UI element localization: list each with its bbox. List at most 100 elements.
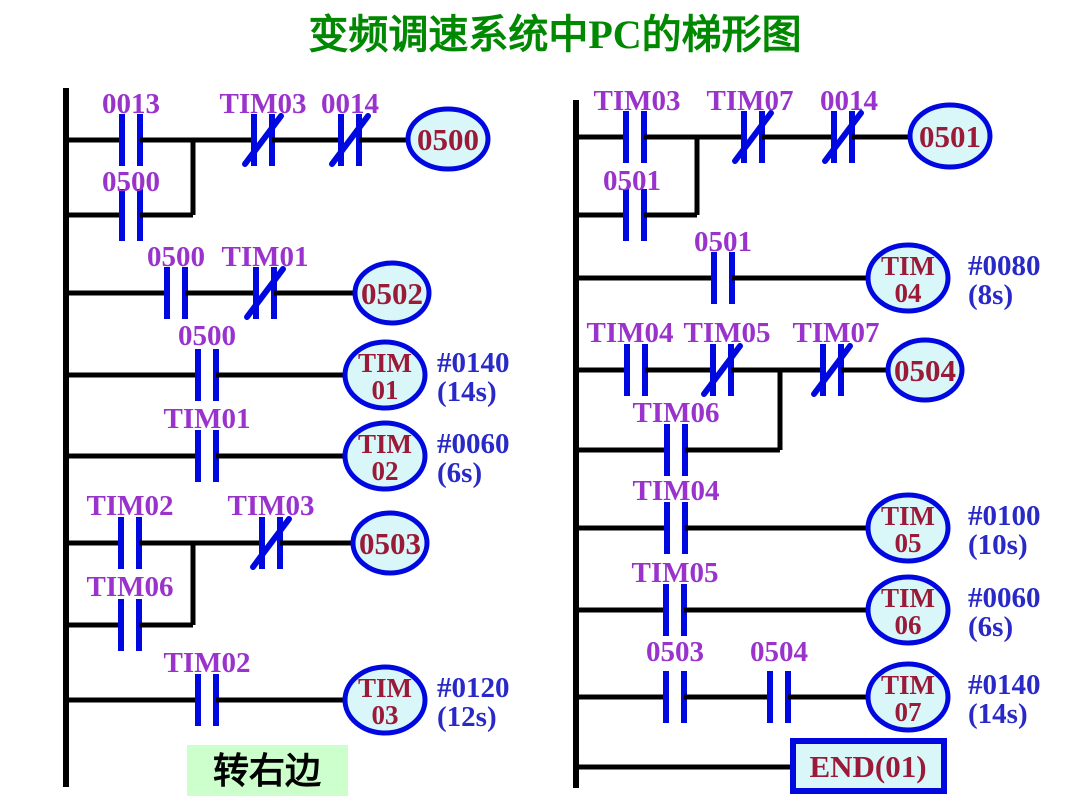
left-rung-4: TIM01 TIM 02 #0060 (6s) bbox=[66, 403, 510, 492]
contact-label: TIM05 bbox=[632, 557, 719, 589]
timer-seconds: (8s) bbox=[968, 279, 1013, 311]
coil-label-line2: 02 bbox=[372, 456, 399, 486]
coil-label-line1: TIM bbox=[881, 670, 935, 700]
right-branch-2: TIM06 bbox=[576, 397, 780, 476]
contact-label: TIM07 bbox=[793, 317, 880, 349]
contact-label: TIM02 bbox=[87, 490, 174, 522]
coil-label-line2: 04 bbox=[895, 278, 922, 308]
output-coil bbox=[405, 106, 491, 172]
coil-label-line1: TIM bbox=[881, 501, 935, 531]
right-rung-4: TIM04 TIM 05 #0100 (10s) bbox=[576, 475, 1041, 564]
coil-label-line1: TIM bbox=[881, 251, 935, 281]
output-coil bbox=[907, 102, 993, 170]
coil-label-line2: 01 bbox=[372, 375, 399, 405]
coil-label-line1: TIM bbox=[881, 583, 935, 613]
output-coil bbox=[352, 260, 432, 326]
coil-label-line2: 06 bbox=[895, 610, 922, 640]
contact-label: TIM04 bbox=[587, 317, 674, 349]
coil-label-line2: 05 bbox=[895, 528, 922, 558]
timer-seconds: (12s) bbox=[437, 701, 497, 733]
timer-seconds: (14s) bbox=[437, 376, 497, 408]
left-branch-1: 0500 bbox=[66, 166, 193, 241]
contact-label: 0014 bbox=[820, 85, 878, 117]
coil-label: 0502 bbox=[361, 276, 423, 311]
timer-coil bbox=[342, 420, 428, 492]
end-label: END(01) bbox=[809, 749, 926, 784]
contact-label: 0504 bbox=[750, 636, 808, 668]
right-branch-1: 0501 bbox=[576, 165, 697, 241]
left-rung-5: TIM02 TIM03 0503 bbox=[66, 490, 430, 625]
timer-seconds: (14s) bbox=[968, 698, 1028, 730]
contact-label: 0501 bbox=[603, 165, 661, 197]
contact-label: TIM02 bbox=[164, 647, 251, 679]
end-block bbox=[790, 738, 947, 794]
timer-setpoint: #0060 bbox=[968, 582, 1041, 614]
right-rung-1: TIM03 TIM07 0014 0501 bbox=[576, 85, 993, 215]
contact-label: TIM05 bbox=[684, 317, 771, 349]
contact-label: TIM06 bbox=[633, 397, 720, 429]
nc-slash-icon bbox=[822, 110, 864, 164]
page-title: 变频调速系统中PC的梯形图 bbox=[308, 12, 801, 57]
coil-label: 0504 bbox=[894, 353, 956, 388]
timer-setpoint: #0080 bbox=[968, 250, 1041, 282]
contact-label: 0501 bbox=[694, 226, 752, 258]
timer-coil bbox=[865, 492, 951, 564]
note-background bbox=[187, 745, 348, 796]
contact-label: TIM01 bbox=[222, 241, 309, 273]
coil-label: 0501 bbox=[919, 119, 981, 154]
note-text: 转右边 bbox=[213, 751, 321, 791]
timer-coil bbox=[342, 664, 428, 736]
left-branch-2: TIM06 bbox=[66, 571, 193, 651]
right-rung-3: TIM04 TIM05 TIM07 0504 bbox=[576, 317, 965, 450]
contact-label: TIM07 bbox=[707, 85, 794, 117]
nc-slash-icon bbox=[244, 266, 286, 320]
output-coil bbox=[350, 510, 430, 576]
coil-label: 0500 bbox=[417, 122, 479, 157]
contact-label: 0500 bbox=[178, 320, 236, 352]
coil-label-line1: TIM bbox=[358, 348, 412, 378]
timer-setpoint: #0060 bbox=[437, 428, 510, 460]
coil-label-line1: TIM bbox=[358, 673, 412, 703]
timer-coil bbox=[865, 574, 951, 646]
nc-slash-icon bbox=[329, 113, 371, 167]
timer-coil bbox=[865, 661, 951, 733]
left-rung-3: 0500 TIM 01 #0140 (14s) bbox=[66, 320, 510, 411]
right-rung-6: 0503 0504 TIM 07 #0140 (14s) bbox=[576, 636, 1041, 733]
contact-label: 0013 bbox=[102, 88, 160, 120]
nc-slash-icon bbox=[701, 343, 743, 397]
nc-slash-icon bbox=[250, 516, 292, 570]
right-rung-end: END(01) bbox=[576, 738, 947, 794]
timer-coil bbox=[865, 242, 951, 314]
coil-label-line1: TIM bbox=[358, 429, 412, 459]
timer-seconds: (10s) bbox=[968, 529, 1028, 561]
contact-label: 0500 bbox=[147, 241, 205, 273]
right-rung-2: 0501 TIM 04 #0080 (8s) bbox=[576, 226, 1041, 314]
contact-label: TIM01 bbox=[164, 403, 251, 435]
coil-label-line2: 03 bbox=[372, 700, 399, 730]
timer-setpoint: #0100 bbox=[968, 500, 1041, 532]
contact-label: TIM03 bbox=[594, 85, 681, 117]
contact-label: TIM03 bbox=[220, 88, 307, 120]
timer-seconds: (6s) bbox=[437, 457, 482, 489]
coil-label: 0503 bbox=[359, 526, 421, 561]
timer-seconds: (6s) bbox=[968, 611, 1013, 643]
nc-slash-icon bbox=[242, 113, 284, 167]
output-coil bbox=[885, 337, 965, 403]
timer-setpoint: #0120 bbox=[437, 672, 510, 704]
left-rung-6: TIM02 TIM 03 #0120 (12s) bbox=[66, 647, 510, 736]
left-rung-1: 0013 TIM03 0014 0500 bbox=[66, 88, 491, 215]
right-rung-5: TIM05 TIM 06 #0060 (6s) bbox=[576, 557, 1041, 646]
left-rung-2: 0500 TIM01 0502 bbox=[66, 241, 432, 326]
contact-label: TIM06 bbox=[87, 571, 174, 603]
nc-slash-icon bbox=[732, 110, 774, 164]
timer-setpoint: #0140 bbox=[968, 669, 1041, 701]
note-box: 转右边 bbox=[187, 745, 348, 796]
timer-coil bbox=[342, 339, 428, 411]
timer-setpoint: #0140 bbox=[437, 347, 510, 379]
contact-label: 0503 bbox=[646, 636, 704, 668]
contact-label: TIM04 bbox=[633, 475, 720, 507]
contact-label: TIM03 bbox=[228, 490, 315, 522]
coil-label-line2: 07 bbox=[895, 697, 922, 727]
